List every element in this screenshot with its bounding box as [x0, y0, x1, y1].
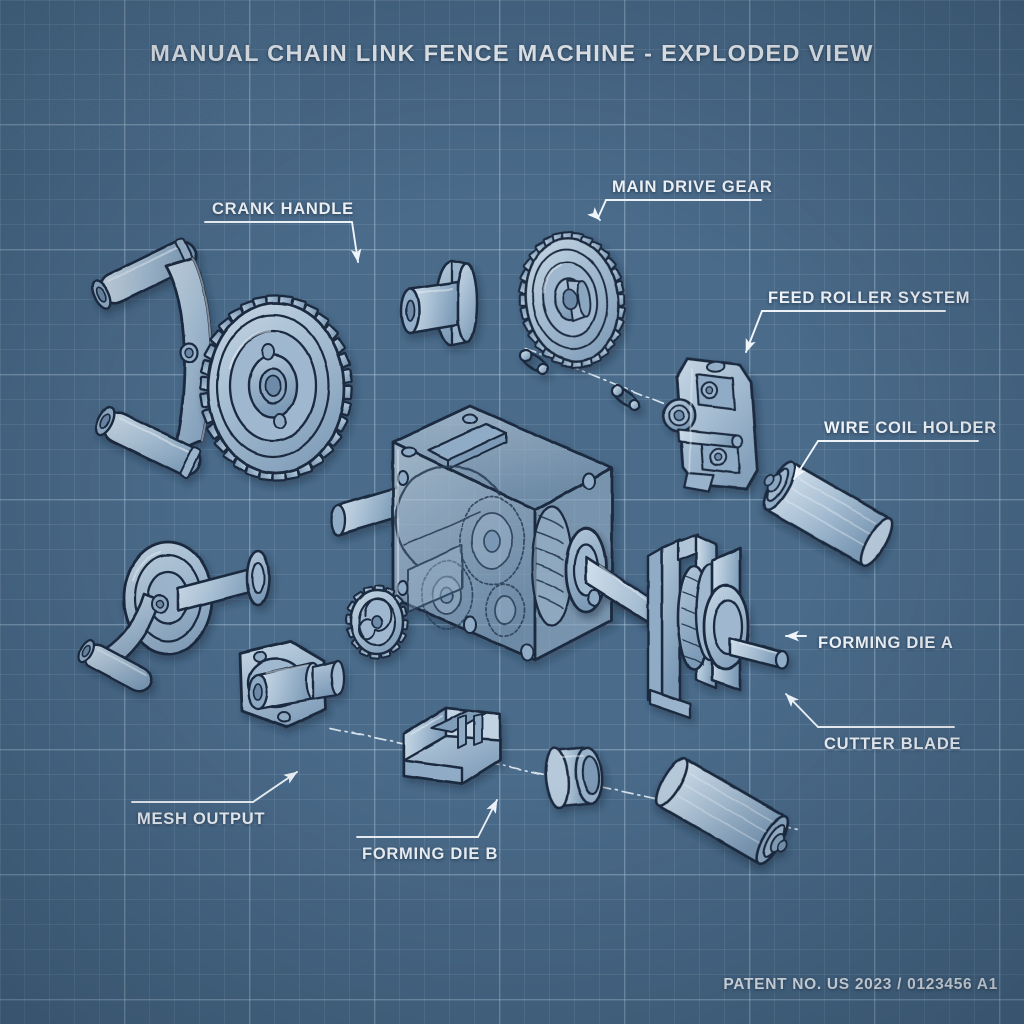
part-drive-hub: [399, 259, 479, 347]
part-main-drive-gear: [517, 230, 627, 370]
part-forming-die-b: [402, 706, 502, 786]
part-wire-coil-holder: [762, 460, 894, 568]
callout-label-feed-roller-system: FEED ROLLER SYSTEM: [768, 289, 971, 307]
part-idler-shaft: [77, 540, 271, 693]
callout-label-crank-handle: CRANK HANDLE: [212, 200, 354, 218]
part-spacer-ring: [544, 746, 604, 810]
part-output-roller: [654, 756, 790, 866]
part-crank-handle: [90, 237, 213, 479]
callout-label-main-drive-gear: MAIN DRIVE GEAR: [612, 178, 773, 196]
callout-label-forming-die-a: FORMING DIE A: [818, 634, 954, 652]
callout-leader-feed-roller-system: [745, 310, 763, 353]
part-forming-die-a: [646, 532, 790, 720]
part-chain-links: [518, 348, 641, 412]
part-feed-roller-system: [661, 357, 759, 493]
callout-label-wire-coil-holder: WIRE COIL HOLDER: [824, 419, 997, 437]
callout-leader-forming-die-b: [477, 799, 498, 838]
callout-label-mesh-output: MESH OUTPUT: [137, 810, 266, 828]
callout-leaders: [131, 199, 979, 838]
callout-leader-main-drive-gear: [587, 199, 607, 221]
callout-leader-mesh-output: [252, 771, 298, 803]
callout-leader-wire-coil-holder: [793, 440, 819, 480]
part-large-gear: [199, 294, 353, 482]
callout-leader-cutter-blade: [785, 693, 819, 728]
part-mesh-output: [238, 639, 346, 729]
callout-label-cutter-blade: CUTTER BLADE: [824, 735, 962, 753]
page-title: MANUAL CHAIN LINK FENCE MACHINE - EXPLOD…: [150, 40, 874, 66]
callout-label-forming-die-b: FORMING DIE B: [362, 845, 499, 863]
callout-leader-crank-handle: [350, 221, 362, 263]
part-small-sprocket: [345, 584, 409, 660]
patent-number: PATENT NO. US 2023 / 0123456 A1: [723, 976, 998, 993]
